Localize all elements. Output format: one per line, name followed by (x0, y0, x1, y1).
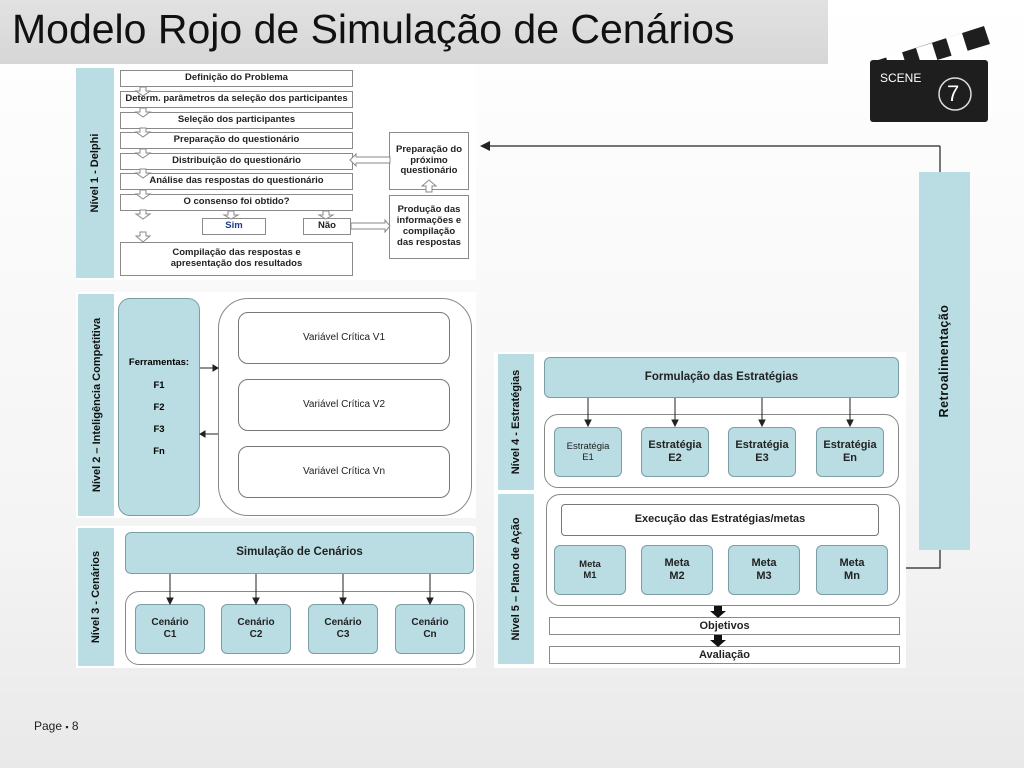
tool-f3: F3 (153, 424, 165, 435)
feedback-bar (919, 172, 970, 550)
feedback-label: Retroalimentação (937, 304, 951, 418)
clapperboard-icon (870, 26, 990, 122)
production-box: Produção das informações e compilação da… (389, 195, 469, 259)
meta-m3: Meta M3 (728, 545, 800, 595)
step-selecao: Seleção dos participantes (120, 112, 353, 129)
strategy-e1: Estratégia E1 (554, 427, 622, 477)
meta-m2: Meta M2 (641, 545, 713, 595)
level5-label: Nível 5 – Plano de Ação (510, 517, 522, 641)
strategy-e2: Estratégia E2 (641, 427, 709, 477)
page-bullet: ▪ (65, 722, 69, 732)
scene-number: 7 (947, 81, 960, 106)
objetivos-box: Objetivos (549, 617, 900, 635)
meta-m1: Meta M1 (554, 545, 626, 595)
strategy-e3: Estratégia E3 (728, 427, 796, 477)
page-label: Page (34, 719, 63, 733)
step-analise: Análise das respostas do questionário (120, 173, 353, 190)
variable-v2: Variável Crítica V2 (238, 379, 450, 431)
page-number: 8 (71, 719, 79, 733)
level1-label-bg (76, 68, 114, 278)
level5-label-bg (498, 494, 534, 664)
meta-mn: Meta Mn (816, 545, 888, 595)
level2-label-bg (78, 294, 114, 516)
simulacao-header: Simulação de Cenários (125, 532, 474, 574)
step-definicao: Definição do Problema (120, 70, 353, 87)
scenario-c1: Cenário C1 (135, 604, 205, 654)
scenario-c3: Cenário C3 (308, 604, 378, 654)
execucao-header: Execução das Estratégias/metas (561, 504, 879, 536)
step-parametros: Determ. parâmetros da seleção dos partic… (120, 91, 353, 108)
level2-label: Nível 2 – Inteligência Competitiva (91, 317, 103, 493)
sim-box: Sim (202, 218, 266, 235)
level3-arrows (166, 574, 434, 606)
level1-connectors (134, 86, 438, 243)
level1-label: Nível 1 - Delphi (89, 133, 101, 213)
scenario-c2: Cenário C2 (221, 604, 291, 654)
tool-fn: Fn (153, 446, 165, 457)
level4-label: Nível 4 - Estratégias (510, 369, 522, 475)
page-footer: Page ▪ 8 (34, 719, 79, 733)
level4-arrows (584, 398, 854, 428)
tool-f1: F1 (153, 380, 165, 391)
scenario-cn: Cenário Cn (395, 604, 465, 654)
level3-label-bg (78, 528, 114, 666)
page-title: Modelo Rojo de Simulação de Cenários (12, 6, 735, 52)
formulacao-header: Formulação das Estratégias (544, 357, 899, 398)
level4-label-bg (498, 354, 534, 490)
variable-v1: Variável Crítica V1 (238, 312, 450, 364)
strategy-en: Estratégia En (816, 427, 884, 477)
step-consenso: O consenso foi obtido? (120, 194, 353, 211)
tool-f2: F2 (153, 402, 165, 413)
tools-panel (118, 298, 200, 516)
compilation-box: Compilação das respostas e apresentação … (120, 242, 353, 276)
level5-arrows (710, 606, 726, 647)
feedback-lines (480, 141, 941, 569)
avaliacao-box: Avaliação (549, 646, 900, 664)
scene-label: SCENE (880, 71, 922, 85)
variable-vn: Variável Crítica Vn (238, 446, 450, 498)
title-bar (0, 0, 828, 64)
tools-title: Ferramentas: (128, 357, 190, 368)
step-preparacao: Preparação do questionário (120, 132, 353, 149)
level3-label: Nível 3 - Cenários (90, 550, 102, 644)
level2-arrows (199, 364, 219, 438)
